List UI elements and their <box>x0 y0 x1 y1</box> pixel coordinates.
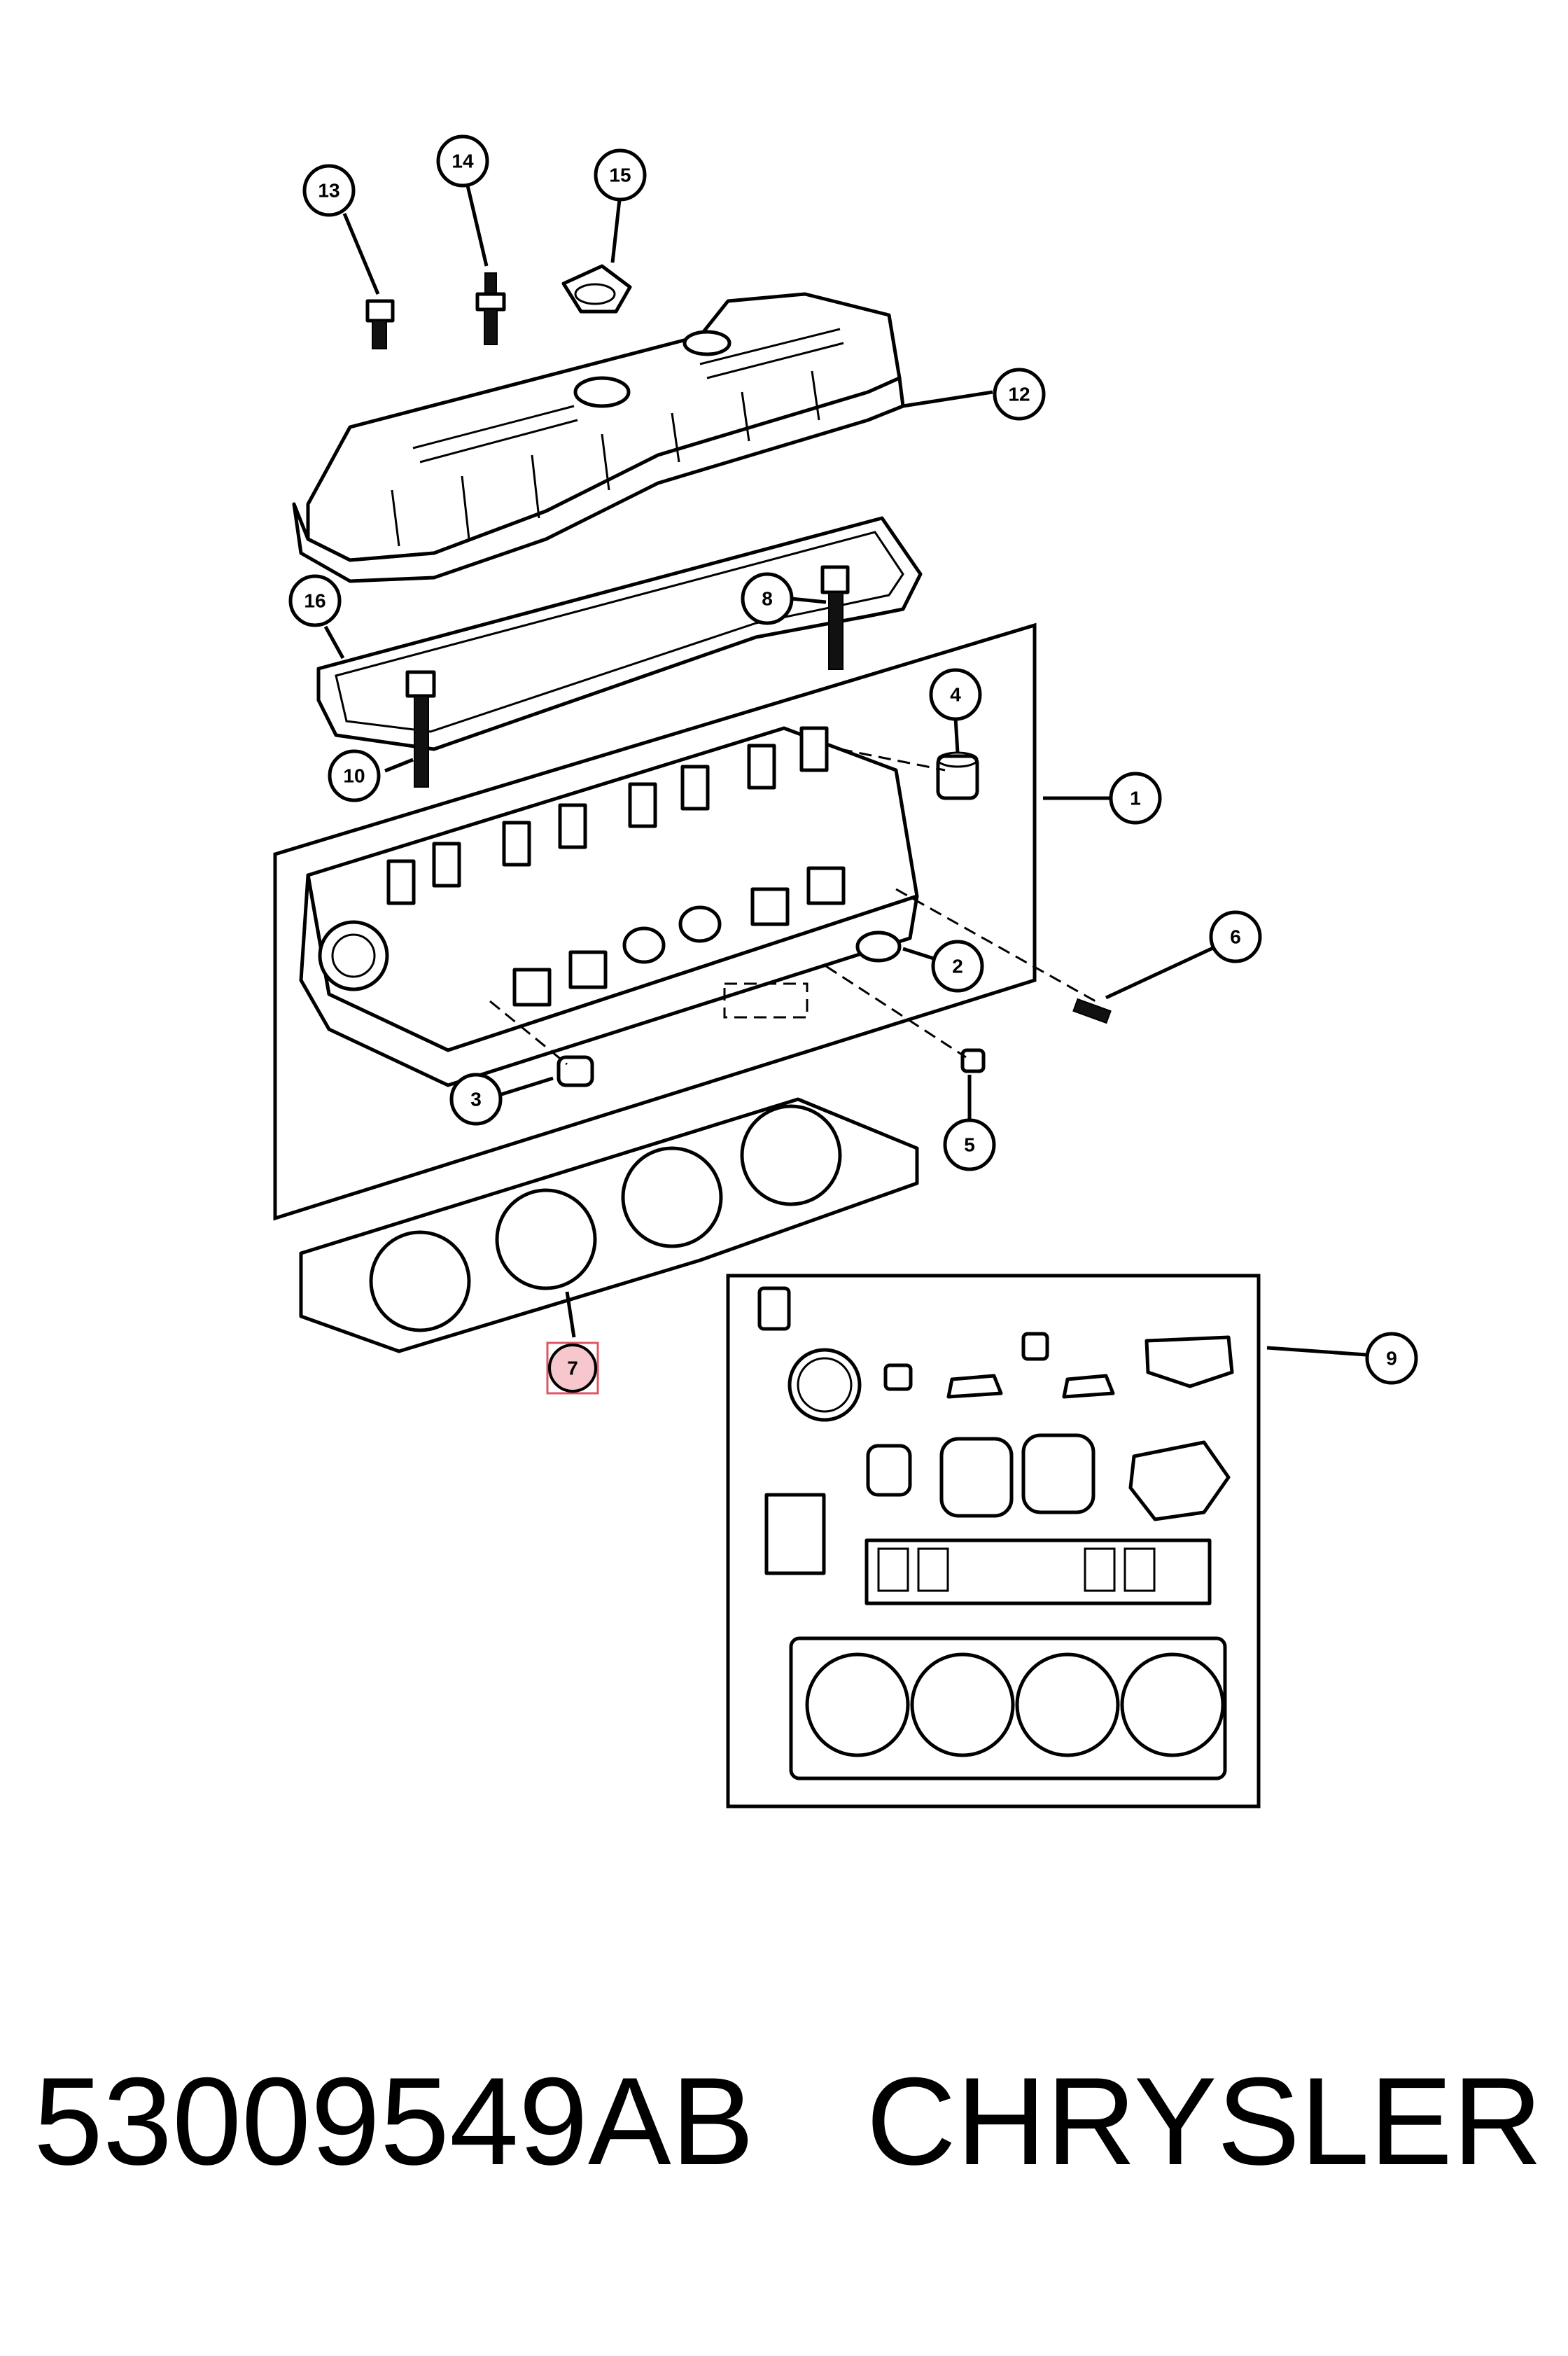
callout-15: 15 <box>594 148 647 202</box>
callout-5: 5 <box>943 1118 996 1171</box>
svg-text:13: 13 <box>318 180 340 202</box>
cylinder-head <box>299 726 919 1087</box>
callout-12: 12 <box>993 368 1046 421</box>
valve-seal-2 <box>855 930 902 963</box>
svg-text:12: 12 <box>1008 384 1030 405</box>
svg-text:4: 4 <box>950 684 961 706</box>
stud-6 <box>1072 998 1112 1024</box>
callout-7: 7 <box>546 1341 599 1395</box>
valve-springs <box>386 726 829 905</box>
callout-14: 14 <box>436 134 489 188</box>
callout-2: 2 <box>931 940 984 993</box>
oil-filler-cap-15 <box>561 264 632 314</box>
head-bolt-8 <box>820 565 850 670</box>
svg-text:9: 9 <box>1386 1348 1397 1369</box>
valve-cover <box>292 292 905 583</box>
callout-1: 1 <box>1109 772 1162 825</box>
svg-text:15: 15 <box>609 165 631 186</box>
gasket-kit-frame <box>726 1274 1261 1808</box>
svg-text:3: 3 <box>470 1089 482 1110</box>
head-bolt-10 <box>405 670 436 788</box>
expansion-plug-4 <box>936 751 979 800</box>
cover-bolt-13 <box>365 299 395 349</box>
callout-8: 8 <box>741 572 794 625</box>
callout-16: 16 <box>288 574 342 627</box>
callout-9: 9 <box>1365 1332 1418 1385</box>
plug-3 <box>556 1055 594 1087</box>
svg-text:16: 16 <box>304 590 326 612</box>
dowel-5 <box>960 1048 986 1073</box>
svg-text:6: 6 <box>1230 926 1241 948</box>
svg-text:2: 2 <box>952 956 963 977</box>
svg-text:1: 1 <box>1130 788 1141 809</box>
head-gasket <box>299 1097 919 1353</box>
brand-name: CHRYSLER <box>866 2051 1543 2191</box>
cover-stud-14 <box>475 272 506 345</box>
callout-13: 13 <box>302 164 356 217</box>
svg-text:10: 10 <box>343 765 365 787</box>
exhaust-ports <box>512 866 846 1007</box>
svg-text:8: 8 <box>762 588 773 610</box>
gasket-kit-parts <box>757 1286 1234 1780</box>
callout-6: 6 <box>1209 910 1262 963</box>
footer-caption: 53009549AB CHRYSLER <box>34 2051 1543 2191</box>
part-number: 53009549AB <box>34 2051 755 2191</box>
svg-text:7: 7 <box>567 1358 578 1379</box>
leader-lines <box>323 185 1367 1357</box>
svg-text:5: 5 <box>964 1134 975 1156</box>
callout-10: 10 <box>328 749 381 802</box>
svg-text:14: 14 <box>451 151 474 172</box>
cylinder-head-frame <box>273 622 1037 1221</box>
callout-3: 3 <box>449 1073 503 1126</box>
callout-4: 4 <box>929 668 982 721</box>
